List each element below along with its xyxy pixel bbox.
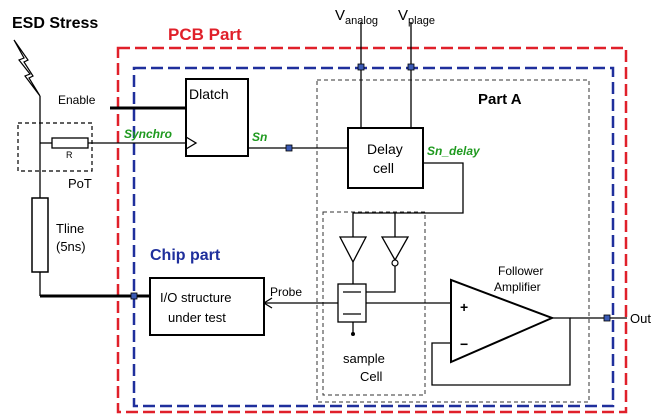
sample-cell-label-2: Cell xyxy=(360,369,383,384)
pcb-part-label: PCB Part xyxy=(168,25,242,44)
buffer-right-inverter-bubble xyxy=(391,259,399,267)
delay-cell-block xyxy=(347,127,424,189)
v-analog-label: Vanalog xyxy=(335,7,378,27)
enable-label: Enable xyxy=(58,93,96,107)
v-plage-port xyxy=(407,63,415,71)
sn-label: Sn xyxy=(252,130,267,144)
probe-label: Probe xyxy=(270,285,302,299)
pcb-part-border xyxy=(116,46,628,414)
minus-label: − xyxy=(460,336,468,352)
plus-label: + xyxy=(460,299,468,315)
sn-port xyxy=(285,144,293,152)
esd-stress-label: ESD Stress xyxy=(12,15,98,32)
out-port xyxy=(603,314,611,322)
dlatch-clock-marker xyxy=(185,136,198,150)
part-a-border xyxy=(316,79,590,403)
delay-cell-label-2: cell xyxy=(373,160,394,176)
follower-label: Follower xyxy=(498,264,543,278)
follower-amplifier xyxy=(450,278,555,364)
sn-delay-wire xyxy=(352,162,464,237)
lightning-icon xyxy=(13,39,41,97)
buffer-right xyxy=(380,236,410,262)
v-plage-label: Vplage xyxy=(398,7,435,27)
dlatch-label: Dlatch xyxy=(189,86,229,102)
io-structure-label: I/O structure xyxy=(160,290,232,305)
sample-cell-label: sample xyxy=(343,351,385,366)
resistor xyxy=(51,137,89,149)
tline-label: Tline xyxy=(56,221,84,236)
pot-border xyxy=(17,122,93,172)
io-port xyxy=(130,292,138,300)
io-structure-block xyxy=(149,277,265,336)
delay-cell-label: Delay xyxy=(367,141,403,157)
out-label: Out xyxy=(630,311,651,326)
tline xyxy=(31,197,49,273)
sample-switch xyxy=(337,283,367,323)
synchro-label: Synchro xyxy=(124,127,172,141)
resistor-label: R xyxy=(66,150,73,160)
part-a-label: Part A xyxy=(478,91,522,108)
switch-node xyxy=(351,332,355,336)
chip-part-border xyxy=(132,66,615,408)
pot-label: PoT xyxy=(68,176,92,191)
io-structure-label-2: under test xyxy=(168,310,226,325)
buffer-left xyxy=(338,236,368,264)
amplifier-label: Amplifier xyxy=(494,280,541,294)
buffer-right-out xyxy=(366,266,396,293)
v-analog-port xyxy=(357,63,365,71)
amp-feedback-wire xyxy=(431,317,571,386)
chip-part-label: Chip part xyxy=(150,247,221,264)
sn-delay-label: Sn_delay xyxy=(427,144,481,158)
tline-delay-label: (5ns) xyxy=(56,239,86,254)
